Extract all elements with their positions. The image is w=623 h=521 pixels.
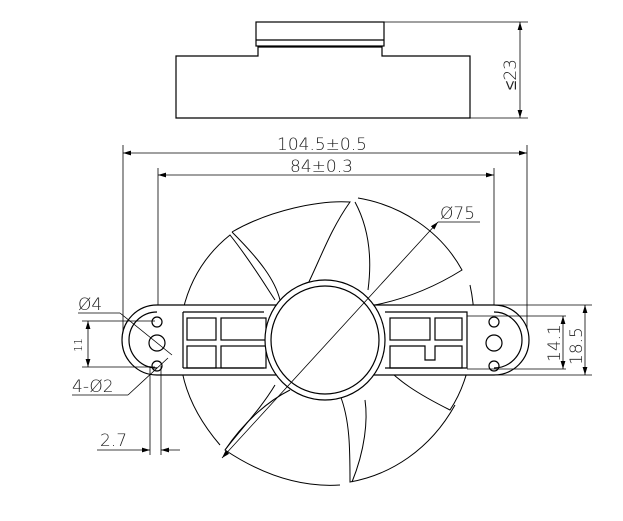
diameter-leader bbox=[221, 221, 439, 459]
mount-holes-label: 4-Ø2 bbox=[72, 377, 114, 397]
overall-width-label: 104.5±0.5 bbox=[277, 135, 367, 155]
height-label: ≤23 bbox=[501, 59, 521, 90]
bracket-height-label: 18.5 bbox=[567, 327, 587, 365]
width-dimensions: 104.5±0.5 84±0.3 bbox=[122, 135, 528, 340]
center-hole-label: Ø4 bbox=[78, 295, 102, 315]
hub bbox=[264, 279, 386, 401]
hole-pitch-label: 11 bbox=[72, 338, 85, 352]
right-dimensions: 14.1 18.5 bbox=[467, 304, 592, 376]
hole-spacing-label: 84±0.3 bbox=[290, 157, 353, 177]
side-view: ≤23 bbox=[175, 21, 528, 119]
inner-height-label: 14.1 bbox=[545, 324, 565, 362]
fan-diameter-label: Ø75 bbox=[440, 204, 475, 224]
left-callouts: Ø4 11 4-Ø2 2.7 bbox=[72, 295, 180, 455]
hole-offset-label: 2.7 bbox=[100, 431, 127, 451]
